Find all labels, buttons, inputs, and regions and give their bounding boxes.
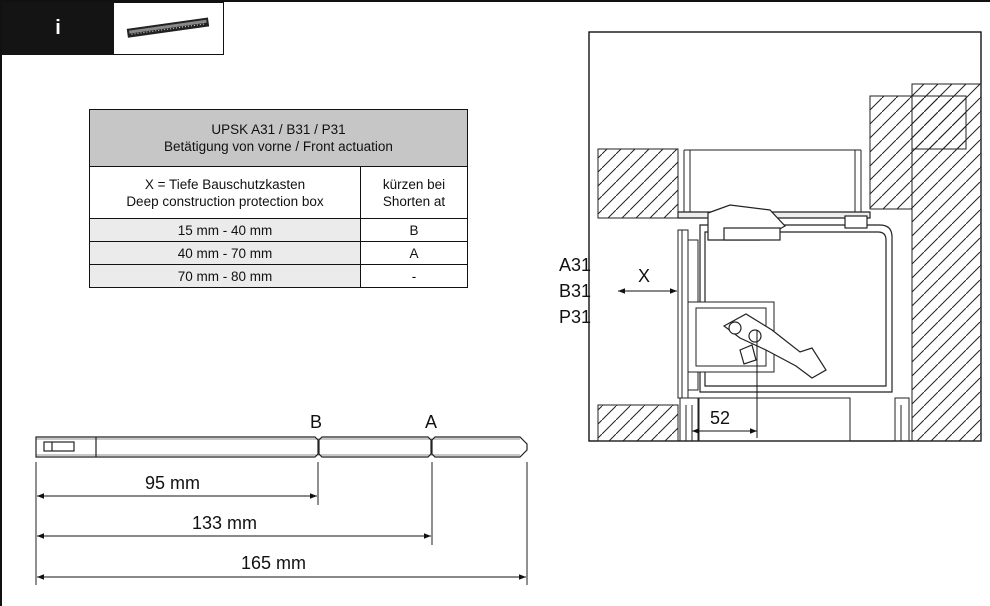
dimension-95: 95 mm <box>145 473 201 493</box>
row-range: 70 mm - 80 mm <box>89 264 361 288</box>
table-row: 70 mm - 80 mm - <box>89 264 468 288</box>
col2-header-line1: kürzen bei <box>382 176 446 192</box>
info-block: i <box>2 2 114 55</box>
square-rod-icon <box>126 17 210 38</box>
table-title-cell: UPSK A31 / B31 / P31 Betätigung von vorn… <box>89 109 468 167</box>
table-header-row: UPSK A31 / B31 / P31 Betätigung von vorn… <box>89 109 468 167</box>
model-label: B31 <box>559 281 592 301</box>
col1-header-line2: Deep construction protection box <box>126 193 324 209</box>
square-rod <box>35 436 528 458</box>
row-range: 40 mm - 70 mm <box>89 241 361 265</box>
dimension-lines <box>37 493 526 580</box>
model-labels: A31 B31 P31 <box>559 252 591 330</box>
info-label: i <box>55 17 61 39</box>
model-label: P31 <box>559 307 592 327</box>
table-row: 40 mm - 70 mm A <box>89 241 468 265</box>
col1-header-line1: X = Tiefe Bauschutzkasten <box>144 176 306 192</box>
tool-thumbnail <box>114 2 224 55</box>
dimension-165: 165 mm <box>241 553 307 573</box>
mark-b: B <box>310 412 323 432</box>
frame-left-border <box>0 0 2 606</box>
row-cut: - <box>360 264 468 288</box>
col2-header: kürzen bei Shorten at <box>360 166 468 219</box>
col1-header: X = Tiefe Bauschutzkasten Deep construct… <box>89 166 361 219</box>
mark-a: A <box>425 412 438 432</box>
dimension-x: X <box>638 266 651 286</box>
dimension-52: 52 <box>710 408 731 428</box>
col2-header-line2: Shorten at <box>382 193 446 209</box>
frame-top-border <box>0 0 990 2</box>
table-title-line1: UPSK A31 / B31 / P31 <box>211 122 346 137</box>
model-label: A31 <box>559 255 592 275</box>
extension-lines <box>35 462 528 585</box>
table-title-line2: Betätigung von vorne / Front actuation <box>164 139 393 154</box>
table-column-header-row: X = Tiefe Bauschutzkasten Deep construct… <box>89 166 468 219</box>
dimension-133: 133 mm <box>192 513 258 533</box>
table-row: 15 mm - 40 mm B <box>89 218 468 242</box>
spec-table: UPSK A31 / B31 / P31 Betätigung von vorn… <box>89 109 468 288</box>
section-view <box>588 31 982 442</box>
